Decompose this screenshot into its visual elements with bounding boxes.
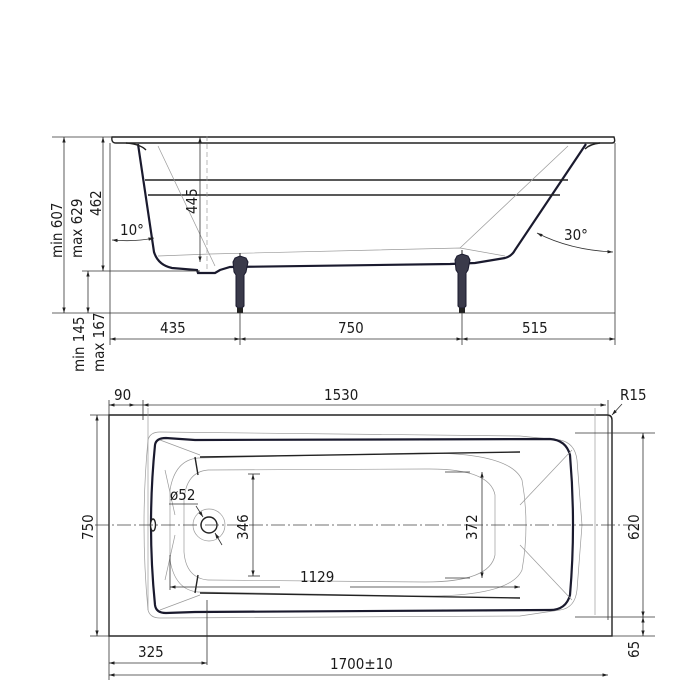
dim-drain-diameter: ø52 bbox=[170, 486, 195, 504]
dim-445: 445 bbox=[183, 188, 201, 214]
inner-slope-right bbox=[459, 145, 569, 249]
rim-lip-left bbox=[125, 142, 147, 151]
dim-346: 346 bbox=[234, 514, 252, 540]
dim-65: 65 bbox=[625, 641, 643, 658]
dim-515: 515 bbox=[522, 319, 548, 337]
dim-750-width: 750 bbox=[79, 514, 97, 540]
tub-outer-rim bbox=[108, 414, 613, 637]
angle-30: 30° bbox=[564, 226, 588, 244]
dim-min-607: min 607 bbox=[48, 203, 66, 259]
inner-bottom-line bbox=[157, 247, 506, 257]
dim-min-145: min 145 bbox=[70, 317, 88, 373]
angle-10: 10° bbox=[120, 221, 144, 239]
dim-r15: R15 bbox=[620, 386, 647, 404]
tub-body-outline bbox=[136, 143, 587, 275]
dim-325: 325 bbox=[138, 643, 164, 661]
dim-435: 435 bbox=[160, 319, 186, 337]
tub-rim bbox=[111, 136, 616, 144]
dim-1129: 1129 bbox=[300, 568, 334, 586]
leg-right bbox=[454, 250, 471, 313]
top-view: 90 1530 R15 750 620 65 346 372 1129 ø52 … bbox=[79, 386, 655, 680]
tub-bowl bbox=[149, 436, 575, 615]
dim-372: 372 bbox=[463, 514, 481, 540]
leg-left bbox=[232, 253, 249, 313]
dim-max-629: max 629 bbox=[68, 199, 86, 258]
dim-750-legs: 750 bbox=[338, 319, 364, 337]
dim-1700: 1700±10 bbox=[330, 655, 393, 673]
dim-90: 90 bbox=[114, 386, 131, 404]
dim-1530: 1530 bbox=[324, 386, 358, 404]
inner-slope-left bbox=[157, 145, 216, 267]
side-view: min 607 max 629 462 445 min 145 max 167 … bbox=[48, 136, 616, 373]
rim-lip-right bbox=[584, 142, 601, 150]
dim-462: 462 bbox=[87, 190, 105, 216]
dim-620: 620 bbox=[625, 514, 643, 540]
dim-max-167: max 167 bbox=[90, 313, 108, 372]
